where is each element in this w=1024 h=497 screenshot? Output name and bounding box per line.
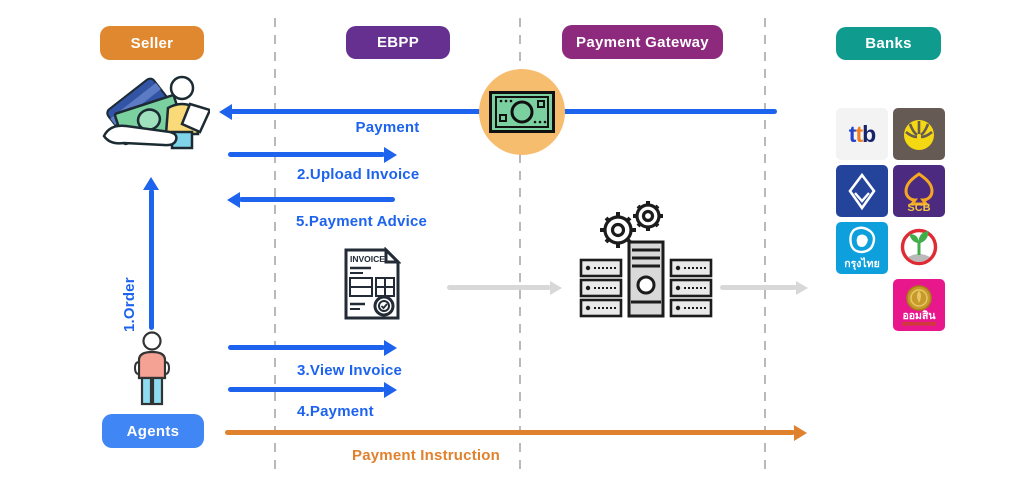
lane-label: EBPP bbox=[376, 34, 420, 51]
scb-bank-logo: SCB bbox=[893, 165, 945, 217]
krungthai-bank-logo: กรุงไทย bbox=[836, 222, 888, 274]
lane-label: Banks bbox=[865, 35, 912, 52]
lane-label: Agents bbox=[126, 422, 180, 440]
arrow-label-payment: Payment bbox=[355, 119, 420, 136]
lane-separator bbox=[274, 18, 276, 476]
servers-with-gears-icon bbox=[575, 200, 717, 318]
lane-badge-ebpp: EBPP bbox=[346, 26, 450, 59]
arrow-label-view-invoice: 3.View Invoice bbox=[297, 362, 403, 379]
invoice-document-icon: INVOICE bbox=[343, 246, 402, 321]
krungthai-label: กรุงไทย bbox=[844, 257, 879, 271]
agent-person-icon bbox=[131, 331, 173, 407]
kasikorn-bank-logo bbox=[893, 222, 945, 274]
lane-badge-agents: Agents bbox=[102, 414, 204, 448]
lane-label: Seller bbox=[130, 34, 174, 52]
lane-badge-banks: Banks bbox=[836, 27, 941, 60]
ttb-letter: b bbox=[862, 120, 876, 147]
bangkok-bank-logo bbox=[836, 165, 888, 217]
arrow-label-order: 1.Order bbox=[121, 277, 138, 332]
seller-with-money-icon bbox=[98, 74, 212, 154]
arrow-label-payment-advice: 5.Payment Advice bbox=[296, 213, 428, 230]
ttb-bank-logo: ttb bbox=[836, 108, 888, 160]
gsb-bank-logo: ออมสิน bbox=[893, 279, 945, 331]
arrow-label-payment-4: 4.Payment bbox=[297, 403, 374, 420]
lane-badge-payment-gateway: Payment Gateway bbox=[562, 25, 723, 59]
lane-label: Payment Gateway bbox=[576, 33, 709, 51]
scb-label: SCB bbox=[907, 202, 930, 214]
ttb-letter: t bbox=[855, 120, 863, 147]
lane-separator bbox=[519, 18, 521, 476]
lane-separator bbox=[764, 18, 766, 476]
gsb-label: ออมสิน bbox=[902, 310, 936, 322]
krungsri-bank-logo bbox=[893, 108, 945, 160]
ttb-letter: t bbox=[848, 120, 857, 147]
lane-badge-seller: Seller bbox=[100, 26, 204, 60]
invoice-header-text: INVOICE bbox=[350, 254, 385, 264]
banknote-icon bbox=[479, 69, 565, 155]
arrow-label-payment-instruction: Payment Instruction bbox=[352, 447, 500, 464]
arrow-label-upload-invoice: 2.Upload Invoice bbox=[297, 166, 420, 183]
